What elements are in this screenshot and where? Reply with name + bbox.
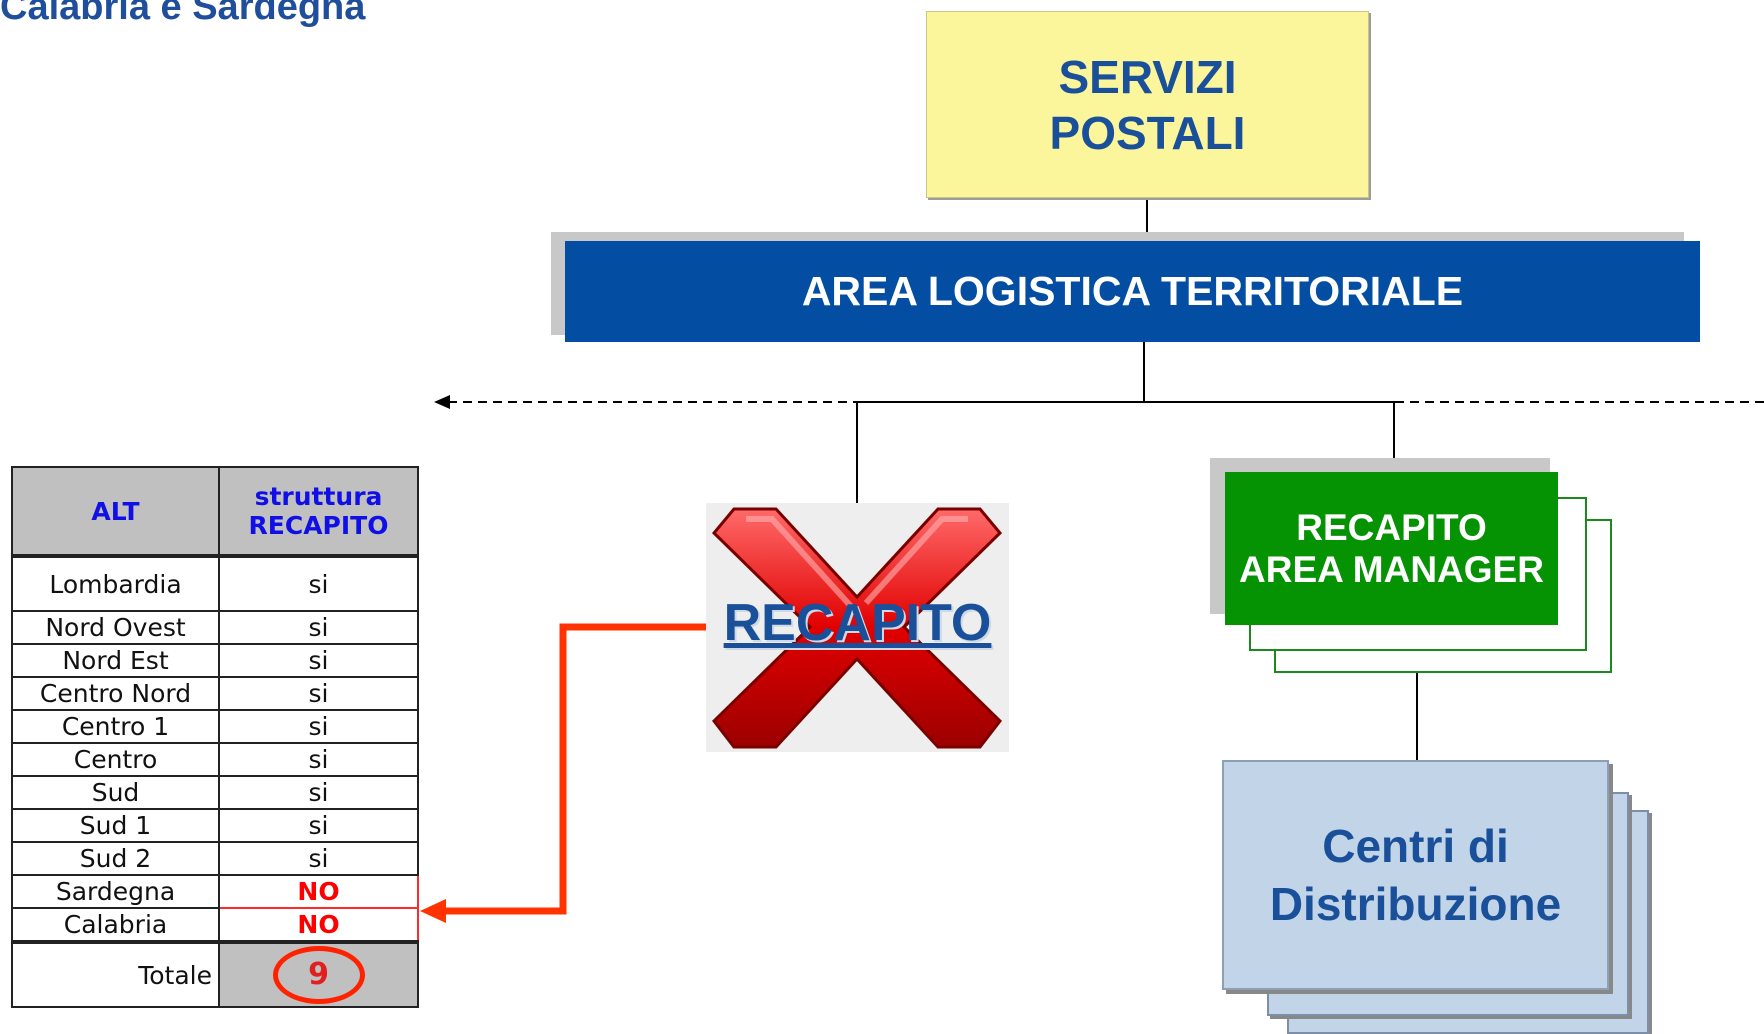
region-cell: Centro 1 — [11, 709, 220, 744]
dashed-arrow-head-left — [434, 395, 450, 409]
red-connector-arrow — [435, 623, 706, 915]
region-cell: Nord Ovest — [11, 610, 220, 645]
red-x-icon — [711, 507, 1003, 749]
servizi-line1: SERVIZI — [1058, 50, 1237, 103]
region-cell: Lombardia — [11, 555, 220, 612]
area-logistica-box: AREA LOGISTICA TERRITORIALE — [565, 241, 1700, 342]
table-total-row: Totale 9 — [11, 940, 419, 1008]
value-cell-no: NO — [218, 874, 419, 909]
region-cell: Sud — [11, 775, 220, 810]
region-cell: Calabria — [11, 907, 220, 943]
value-cell: si — [218, 610, 419, 645]
value-cell: si — [218, 742, 419, 777]
recapito-label: RECAPITO — [723, 594, 992, 652]
region-cell: Sud 2 — [11, 841, 220, 876]
value-cell: si — [218, 676, 419, 711]
servizi-line2: POSTALI — [1049, 106, 1246, 159]
region-cell: Centro — [11, 742, 220, 777]
centri-distribuzione-box: Centri di Distribuzione — [1222, 760, 1609, 990]
value-cell: si — [218, 841, 419, 876]
value-cell: si — [218, 555, 419, 612]
region-cell: Sardegna — [11, 874, 220, 909]
ram-line2: AREA MANAGER — [1239, 548, 1544, 590]
total-value-cell: 9 — [218, 940, 419, 1008]
centri-line1: Centri di — [1322, 820, 1509, 872]
red-arrow-head — [420, 899, 446, 923]
area-logistica-label: AREA LOGISTICA TERRITORIALE — [801, 268, 1464, 314]
value-cell: si — [218, 775, 419, 810]
region-cell: Centro Nord — [11, 676, 220, 711]
region-cell: Nord Est — [11, 643, 220, 678]
value-cell: si — [218, 643, 419, 678]
region-cell: Sud 1 — [11, 808, 220, 843]
header-alt: ALT — [11, 466, 220, 558]
value-cell-no: NO — [218, 907, 419, 943]
centri-line2: Distribuzione — [1269, 878, 1562, 930]
total-value: 9 — [272, 946, 365, 1004]
connector-lines — [420, 198, 1764, 923]
value-cell: si — [218, 808, 419, 843]
ram-line1: RECAPITO — [1296, 506, 1487, 548]
value-cell: si — [218, 709, 419, 744]
page-title: Calabria e Sardegna — [0, 0, 366, 28]
total-label: Totale — [11, 940, 220, 1008]
